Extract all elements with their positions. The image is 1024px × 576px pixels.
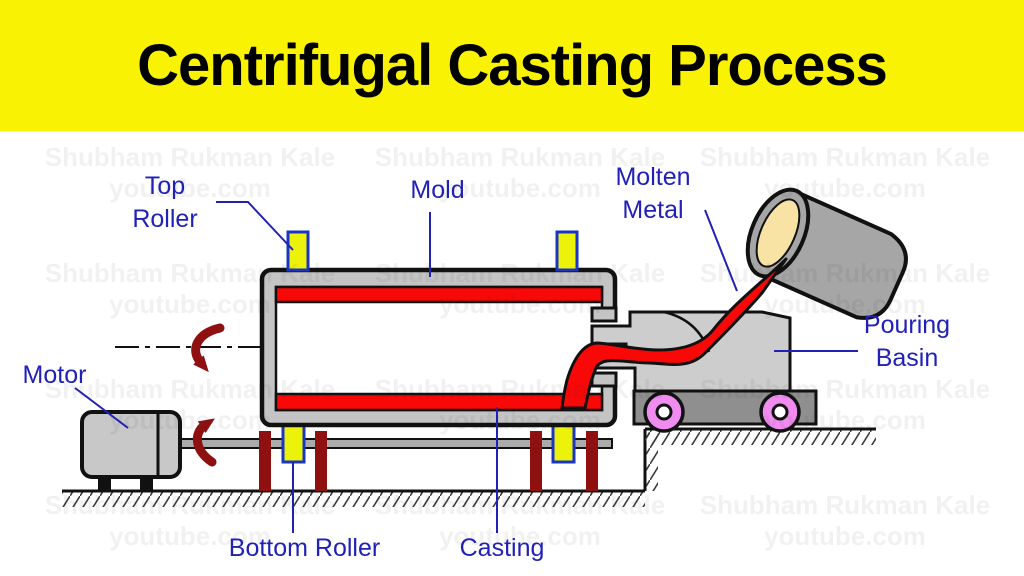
rotation-arrow-upper [191, 323, 225, 373]
title-banner: Centrifugal Casting Process [0, 0, 1024, 131]
mold-opening-lower-lip [590, 371, 618, 388]
rotation-arrow-lower [192, 418, 217, 467]
motor-label: Motor [22, 361, 87, 389]
bottom-roller-label: Bottom Roller [228, 534, 381, 562]
motor-foot [140, 477, 153, 492]
support-post [259, 431, 271, 491]
bottom-roller-left [281, 423, 306, 464]
support-post [530, 431, 542, 491]
pouring-basin-label: Pouring Basin [863, 311, 951, 372]
casting-label: Casting [459, 534, 545, 562]
leader-lines [74, 201, 858, 533]
ground-upper-hatch [645, 429, 876, 445]
motor-leader-line [74, 387, 129, 429]
cart [632, 389, 818, 433]
motor-foot [98, 477, 111, 492]
motor-body [80, 410, 182, 479]
cart-wheel-hub [655, 403, 673, 421]
drive-shaft [179, 438, 613, 449]
molten-metal-stream [560, 257, 788, 410]
mold-opening-upper-lip [590, 306, 618, 323]
ladle-mouth-interior [755, 198, 801, 268]
support-post [315, 431, 327, 491]
top-roller-label: Top Roller [132, 172, 198, 233]
casting-layer-top [274, 285, 604, 304]
casting-layer-bottom [274, 392, 604, 412]
molten-metal-leader-line [704, 209, 738, 292]
support-posts [259, 431, 598, 491]
molten-metal-label: Molten Metal [615, 163, 691, 224]
page-title: Centrifugal Casting Process [137, 33, 888, 98]
ladle [745, 187, 908, 320]
ground-lower-hatch [62, 491, 645, 507]
top-roller-right [555, 230, 579, 272]
support-post [586, 431, 598, 491]
cart-wheel-hub [771, 403, 789, 421]
top-roller-left [286, 230, 310, 272]
mold-label: Mold [410, 176, 465, 204]
motor [80, 410, 182, 492]
mold [259, 267, 622, 428]
bottom-roller-right [551, 423, 576, 464]
top-roller-leader-line [216, 201, 294, 251]
mold-cavity [274, 285, 604, 412]
